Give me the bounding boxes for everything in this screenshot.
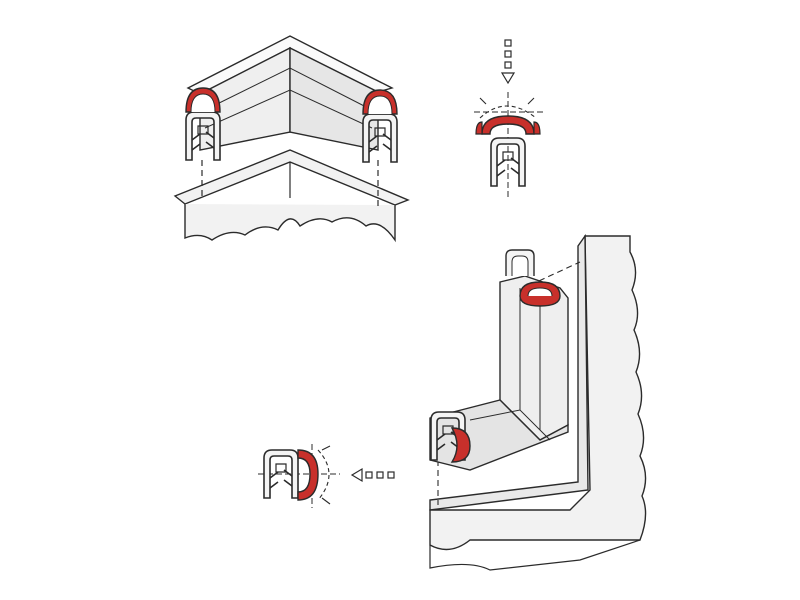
- bottom-right-panel: [429, 233, 647, 571]
- top-left-trim-corner: [185, 35, 398, 163]
- top-right-section-profile: [474, 92, 544, 198]
- top-left-panel: [173, 149, 410, 243]
- bottom-right-trim-corner: [429, 249, 569, 471]
- dashed-arrow-left-icon: [350, 467, 395, 483]
- dashed-arrow-down-icon: [500, 39, 516, 85]
- bottom-left-section-profile: [258, 444, 340, 508]
